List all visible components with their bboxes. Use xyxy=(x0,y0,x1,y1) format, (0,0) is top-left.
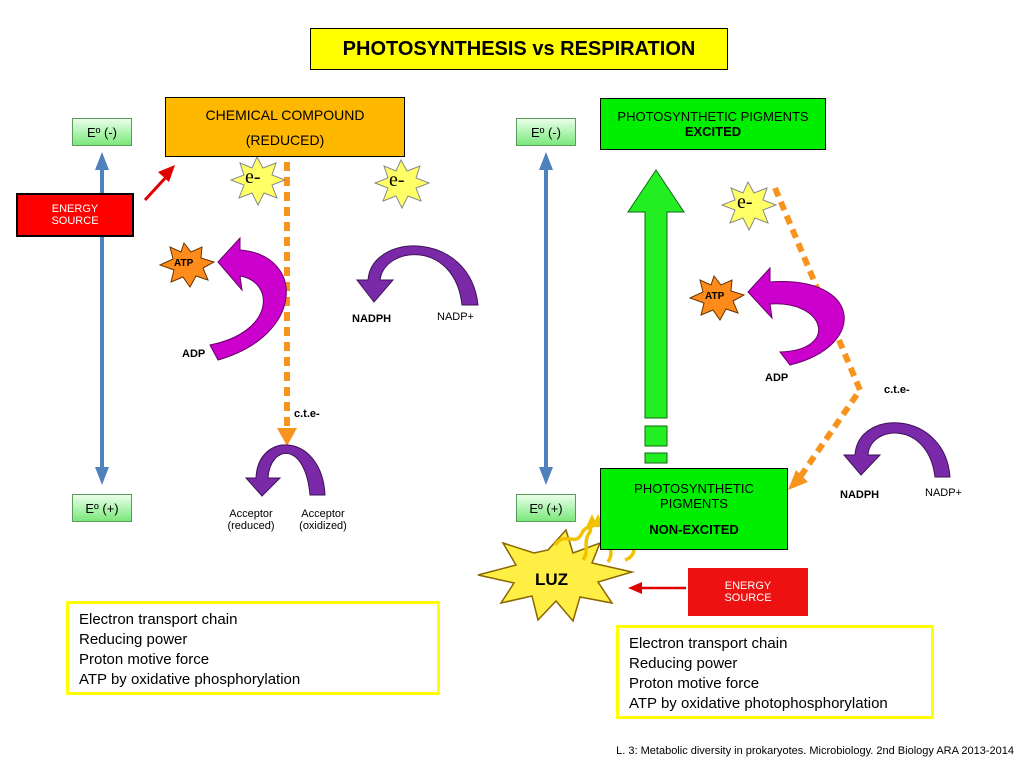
magenta-cycle-arrow-right xyxy=(747,266,845,366)
purple-nadph-arrow-left xyxy=(355,245,479,306)
summary-item: Reducing power xyxy=(79,631,188,648)
left-energy-source: ENERGY SOURCE xyxy=(16,193,134,237)
cte-label-right: c.t.e- xyxy=(884,384,910,396)
electron-burst-left-2 xyxy=(373,158,431,210)
energy-source-line1: ENERGY xyxy=(724,580,772,592)
atp-burst-left xyxy=(158,241,216,288)
summary-item: ATP by oxidative photophosphorylation xyxy=(629,695,888,712)
purple-nadph-arrow-right xyxy=(842,422,951,478)
energy-source-line2: SOURCE xyxy=(51,215,99,227)
left-potential-positive-label: Eº (+) xyxy=(72,494,132,522)
nonexcited-pigments-line1: PHOTOSYNTHETIC xyxy=(634,480,754,496)
nadp-label-right: NADP+ xyxy=(925,487,962,499)
excitation-arrow xyxy=(627,169,685,464)
summary-item: Electron transport chain xyxy=(79,611,238,628)
energy-source-line1: ENERGY xyxy=(51,203,99,215)
adp-label-left: ADP xyxy=(182,348,206,360)
magenta-cycle-arrow-left xyxy=(209,236,287,361)
page-title: PHOTOSYNTHESIS vs RESPIRATION xyxy=(310,28,728,70)
electron-label-left-1: e- xyxy=(245,166,261,188)
summary-item: Proton motive force xyxy=(629,675,760,692)
energy-to-light-arrow xyxy=(628,582,686,594)
summary-item: ATP by oxidative phosphorylation xyxy=(79,671,301,688)
atp-burst-right xyxy=(688,274,746,321)
electron-label-left-2: e- xyxy=(389,169,405,191)
acceptor-reduced-label: Acceptor (reduced) xyxy=(220,508,282,532)
electron-label-right: e- xyxy=(737,191,753,213)
nonexcited-pigments-line3: NON-EXCITED xyxy=(649,522,739,538)
summary-item: Reducing power xyxy=(629,655,738,672)
atp-label-right: ATP xyxy=(705,291,725,302)
energy-to-compound-arrow xyxy=(143,165,175,202)
excited-pigments-line2: EXCITED xyxy=(684,124,742,139)
nadph-label-left: NADPH xyxy=(352,313,392,325)
acceptor-oxidized-label: Acceptor (oxidized) xyxy=(290,508,356,532)
acceptor-reduced-line1: Acceptor xyxy=(229,508,273,520)
right-potential-positive-label: Eº (+) xyxy=(516,494,576,522)
compound-label-line1: CHEMICAL COMPOUND xyxy=(205,106,365,123)
atp-label-left: ATP xyxy=(174,258,194,269)
cte-label-left: c.t.e- xyxy=(294,408,320,420)
right-potential-negative-label: Eº (-) xyxy=(516,118,576,146)
left-summary-box: Electron transport chain Reducing power … xyxy=(66,601,440,695)
excited-pigments-line1: PHOTOSYNTHETIC PIGMENTS xyxy=(617,109,809,124)
electron-burst-right xyxy=(720,180,778,232)
summary-item: Electron transport chain xyxy=(629,635,788,652)
chemical-compound-box: CHEMICAL COMPOUND (REDUCED) xyxy=(165,97,405,157)
right-summary-box: Electron transport chain Reducing power … xyxy=(616,625,934,719)
summary-item: Proton motive force xyxy=(79,651,210,668)
electron-burst-left-1 xyxy=(229,155,287,207)
acceptor-oxidized-line1: Acceptor xyxy=(301,508,345,520)
compound-label-line2: (REDUCED) xyxy=(245,131,325,148)
right-potential-axis xyxy=(539,152,553,485)
nadp-label-left: NADP+ xyxy=(437,311,474,323)
nadph-label-right: NADPH xyxy=(840,489,880,501)
right-energy-source: ENERGY SOURCE xyxy=(688,568,808,616)
excited-pigments-box: PHOTOSYNTHETIC PIGMENTS EXCITED xyxy=(600,98,826,150)
energy-source-line2: SOURCE xyxy=(724,592,772,604)
left-electron-transport-arrow xyxy=(277,162,297,446)
light-label: LUZ xyxy=(535,570,569,589)
adp-label-right: ADP xyxy=(765,372,789,384)
left-potential-negative-label: Eº (-) xyxy=(72,118,132,146)
purple-acceptor-arrow xyxy=(244,444,326,497)
nonexcited-pigments-box: PHOTOSYNTHETIC PIGMENTS NON-EXCITED xyxy=(600,468,788,550)
acceptor-reduced-line2: (reduced) xyxy=(227,520,275,532)
light-burst xyxy=(477,528,635,623)
nonexcited-pigments-line2: PIGMENTS xyxy=(660,495,728,511)
footer-citation: L. 3: Metabolic diversity in prokaryotes… xyxy=(616,745,1014,757)
right-electron-transport-arrow xyxy=(772,186,864,490)
acceptor-oxidized-line2: (oxidized) xyxy=(299,520,347,532)
